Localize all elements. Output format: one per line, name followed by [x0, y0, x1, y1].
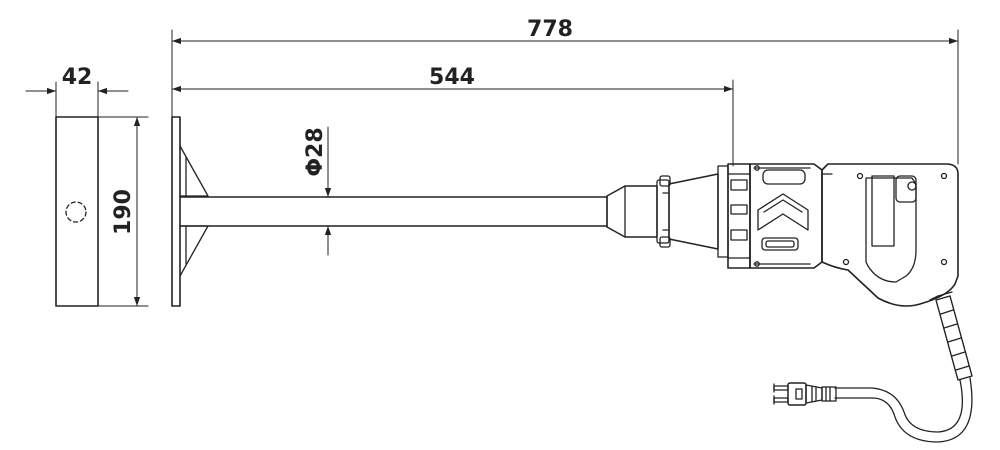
power-cord — [773, 295, 973, 443]
dimension-plate-height: 190 — [97, 116, 149, 307]
dimension-shaft-diameter: Φ28 — [303, 126, 332, 256]
vibrator-shaft — [179, 196, 608, 227]
vibrator-plate — [171, 116, 209, 307]
overall-length-label: 778 — [527, 17, 573, 42]
dimension-overall-length: 778 — [171, 17, 959, 165]
shaft-coupling — [606, 165, 729, 258]
plate-height-label: 190 — [111, 189, 136, 235]
shaft-length-label: 544 — [429, 65, 475, 90]
plate-side-view — [55, 116, 99, 307]
plate-thickness-label: 42 — [62, 65, 93, 90]
dimension-shaft-length: 544 — [171, 65, 734, 167]
motor-housing — [727, 163, 959, 307]
dimension-plate-thickness: 42 — [25, 65, 129, 118]
shaft-diameter-label: Φ28 — [303, 127, 328, 176]
